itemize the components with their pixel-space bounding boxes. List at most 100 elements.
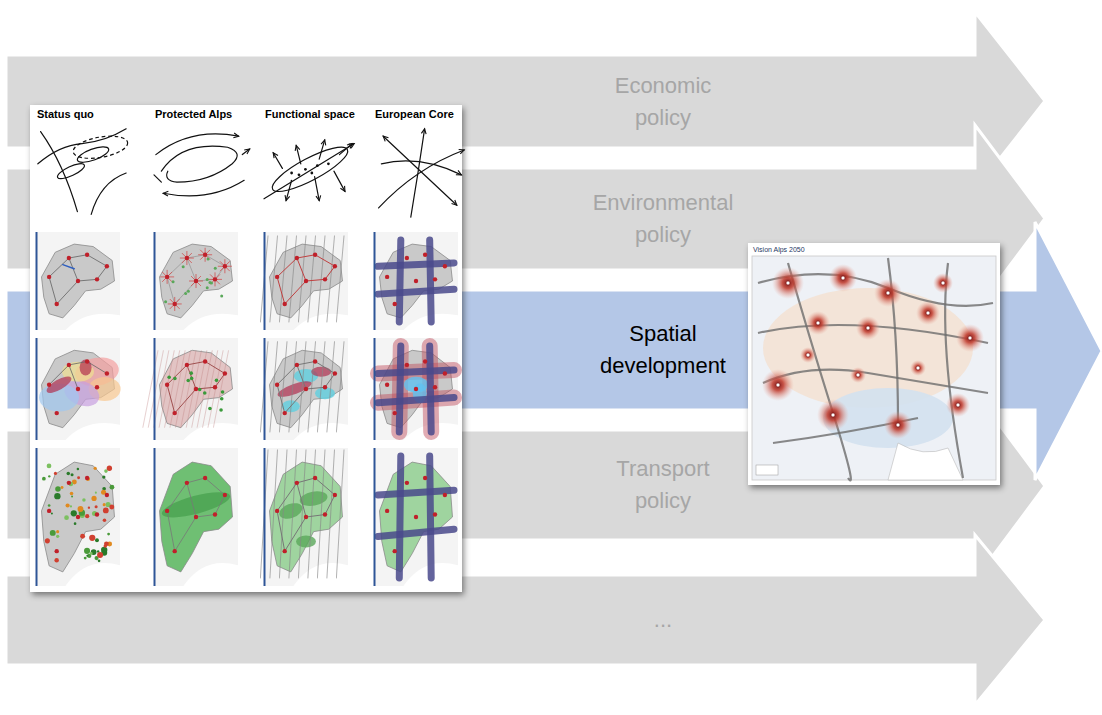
scenario-map bbox=[143, 338, 238, 440]
map-sea bbox=[888, 443, 963, 480]
city-dot bbox=[405, 481, 409, 485]
city-dot bbox=[223, 264, 227, 268]
city-dot bbox=[275, 383, 279, 387]
city-dot bbox=[213, 512, 217, 516]
map-dot bbox=[51, 513, 53, 515]
map-line bbox=[175, 517, 196, 551]
map-dot bbox=[103, 519, 107, 523]
map-line bbox=[285, 517, 306, 551]
column-heading: European Core bbox=[375, 108, 454, 120]
sketch-arrowhead bbox=[383, 136, 388, 141]
city-core bbox=[956, 403, 960, 407]
map-area bbox=[276, 378, 313, 400]
map-dot bbox=[80, 534, 85, 539]
city-dot bbox=[55, 411, 59, 415]
city-dot bbox=[275, 509, 279, 513]
scenario-map bbox=[374, 338, 458, 440]
city-dot bbox=[304, 515, 308, 519]
map-dot bbox=[64, 515, 69, 520]
map-line bbox=[277, 483, 297, 511]
map-dot bbox=[74, 522, 77, 525]
city-dot bbox=[67, 363, 71, 367]
map-frame-bar bbox=[374, 232, 376, 330]
map-dot bbox=[48, 504, 51, 507]
city-dot bbox=[414, 387, 418, 391]
map-dot bbox=[54, 493, 60, 499]
map-line bbox=[325, 266, 335, 279]
map-frame-bar bbox=[154, 232, 156, 330]
map-dot bbox=[71, 510, 77, 516]
map-line bbox=[336, 450, 344, 578]
city-dot bbox=[47, 275, 51, 279]
map-line bbox=[175, 281, 196, 304]
map-line bbox=[49, 277, 57, 304]
map-dot bbox=[91, 496, 96, 501]
map-dot bbox=[107, 466, 112, 471]
city-dot bbox=[405, 256, 409, 260]
map-line bbox=[325, 495, 335, 515]
map-line bbox=[336, 236, 344, 322]
sketch-stroke bbox=[379, 150, 465, 208]
map-dot bbox=[101, 547, 107, 553]
map-line bbox=[336, 342, 344, 432]
map-line bbox=[430, 240, 432, 322]
city-dot bbox=[323, 277, 327, 281]
map-dot bbox=[110, 485, 115, 490]
sketch-stroke bbox=[161, 146, 237, 182]
map-dot bbox=[187, 290, 190, 293]
map-area bbox=[277, 500, 304, 521]
map-frame-bar bbox=[154, 448, 156, 586]
sketch-arrowhead bbox=[459, 149, 464, 154]
map-dot bbox=[107, 533, 110, 536]
city-dot bbox=[323, 385, 327, 389]
column-heading: Status quo bbox=[37, 108, 94, 120]
city-dot bbox=[203, 476, 207, 480]
map-dot bbox=[206, 286, 209, 289]
map-line bbox=[308, 450, 316, 578]
city-core bbox=[968, 336, 972, 340]
city-dot bbox=[393, 549, 397, 553]
sketch-stroke bbox=[339, 144, 352, 155]
city-dot bbox=[423, 253, 427, 257]
map-corridor bbox=[763, 370, 988, 393]
scenario-panel: Status quoProtected AlpsFunctional space… bbox=[30, 105, 462, 592]
map-dot bbox=[103, 503, 106, 506]
city-dot bbox=[295, 363, 299, 367]
city-dot bbox=[433, 277, 437, 281]
city-dot bbox=[76, 515, 80, 519]
city-core bbox=[866, 326, 870, 330]
map-line bbox=[215, 374, 225, 388]
map-dot bbox=[88, 506, 90, 508]
sketch-ellipse bbox=[71, 132, 129, 162]
city-dot bbox=[95, 385, 99, 389]
map-line bbox=[378, 263, 454, 266]
map-line bbox=[378, 398, 454, 403]
map-logo-box bbox=[756, 465, 778, 475]
city-burst bbox=[850, 367, 866, 383]
map-line bbox=[277, 385, 285, 413]
map-dot bbox=[221, 390, 225, 394]
map-dot bbox=[48, 475, 50, 477]
map-dot bbox=[203, 391, 207, 395]
city-dot bbox=[185, 256, 189, 260]
city-dot bbox=[333, 264, 337, 268]
band-label: Environmental policy bbox=[588, 187, 738, 251]
sketch-arrowhead bbox=[340, 186, 345, 192]
alps-outline bbox=[42, 462, 115, 572]
city-dot bbox=[304, 387, 308, 391]
map-line bbox=[187, 483, 196, 517]
alps-outline bbox=[380, 350, 453, 427]
map-dot bbox=[220, 397, 224, 401]
map-sea bbox=[293, 314, 348, 330]
map-sea bbox=[183, 314, 238, 330]
scenario-map bbox=[154, 448, 238, 586]
map-line bbox=[69, 365, 78, 389]
city-dot bbox=[393, 302, 397, 306]
map-line bbox=[277, 277, 285, 304]
sketch-stroke bbox=[381, 161, 461, 175]
city-dot bbox=[76, 279, 80, 283]
band-text: Environmental policy bbox=[588, 187, 738, 251]
map-line bbox=[205, 361, 225, 373]
map-line bbox=[430, 346, 432, 432]
